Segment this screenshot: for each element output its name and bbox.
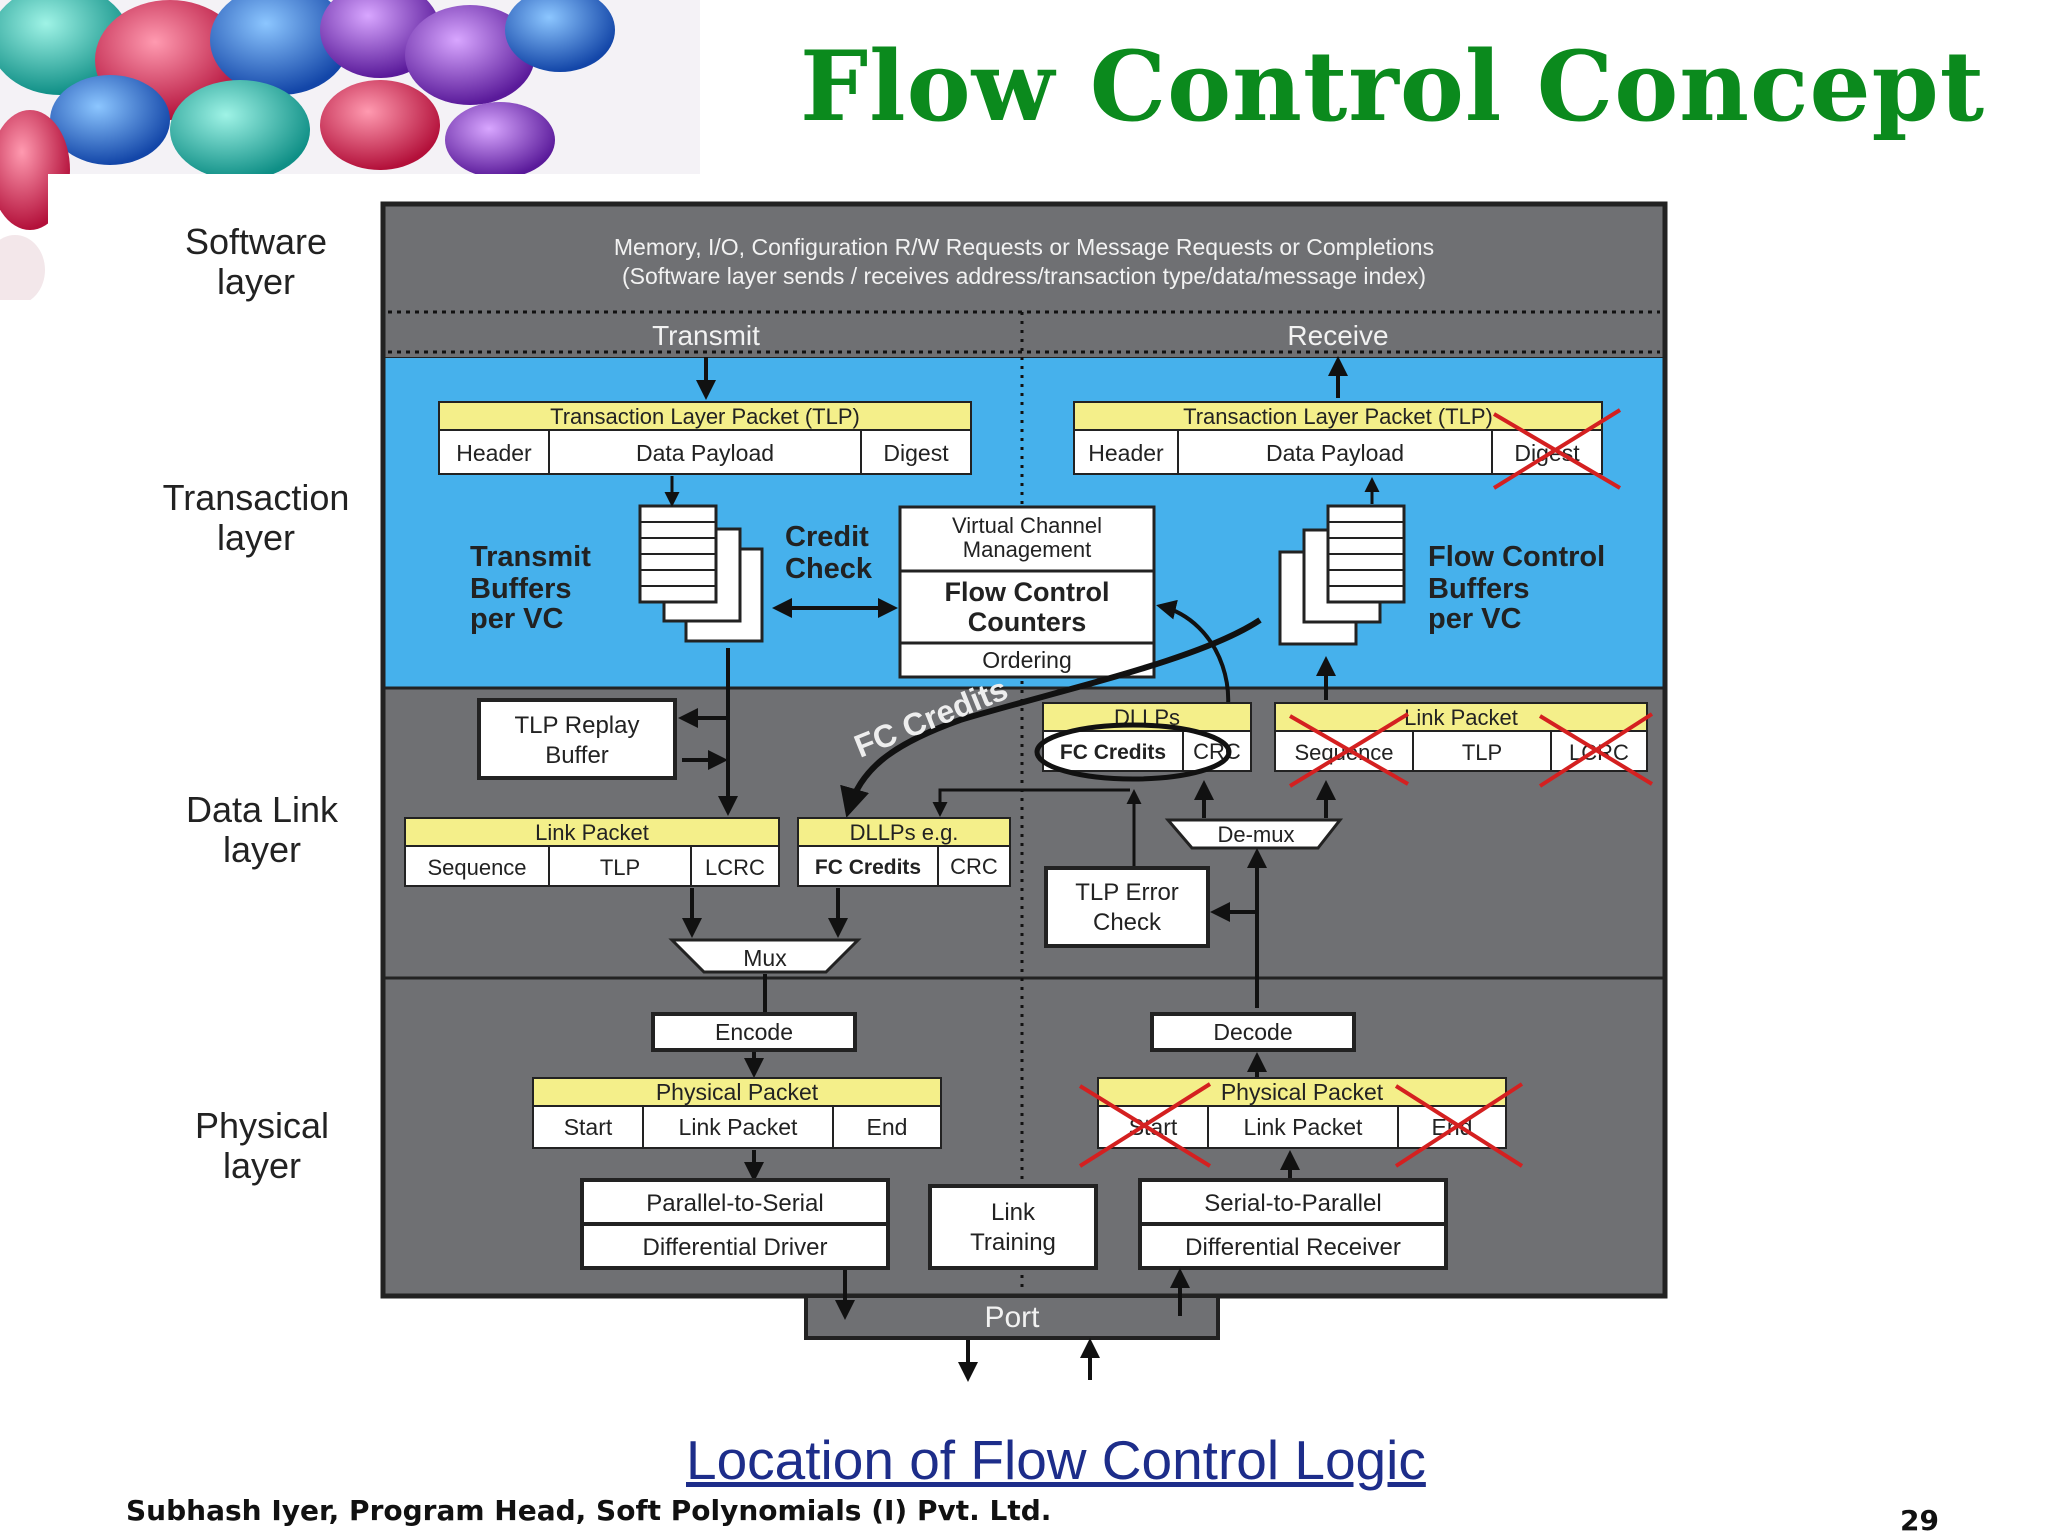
phys-packet-rx-header: Physical Packet: [1221, 1079, 1384, 1105]
footer-credit: Subhash Iyer, Program Head, Soft Polynom…: [126, 1494, 1052, 1527]
link-packet-rx-header: Link Packet: [1404, 705, 1518, 730]
push-pins-decoration: [0, 0, 700, 300]
vc-management-line1: Virtual Channel: [952, 513, 1102, 538]
link-packet-tx-lcrc: LCRC: [705, 855, 765, 880]
fc-buffers-line2: Buffers: [1428, 573, 1530, 605]
software-layer-line2: layer: [216, 261, 296, 302]
physical-layer-line1: Physical: [194, 1105, 330, 1146]
tlp-error-check-line2: Check: [1093, 909, 1162, 936]
transmit-buffer-stack: [638, 504, 764, 643]
mux-shape: [668, 938, 862, 974]
fc-counters-line1: Flow Control: [945, 577, 1110, 607]
transmit-buffers-line2: Buffers: [470, 573, 572, 605]
tlp-tx-header-field: Header: [456, 440, 532, 466]
tlp-rx-header-field: Header: [1088, 440, 1164, 466]
link-training-line1: Link: [991, 1199, 1036, 1226]
phys-packet-tx-link-packet: Link Packet: [679, 1114, 799, 1140]
phys-packet-tx-end: End: [867, 1114, 908, 1140]
dllps-rx-fc-credits: FC Credits: [1060, 741, 1166, 764]
tlp-tx-payload-field: Data Payload: [636, 440, 774, 466]
transmit-label: Transmit: [652, 320, 760, 351]
transaction-layer-line1: Transaction: [162, 477, 350, 518]
link-packet-tx-header: Link Packet: [535, 820, 649, 845]
port-box: [804, 1294, 1220, 1340]
dllps-eg-header: DLLPs e.g.: [850, 820, 959, 845]
data-link-layer-line1: Data Link: [185, 789, 339, 830]
decode-label: Decode: [1213, 1019, 1292, 1045]
transaction-layer-line2: layer: [216, 517, 296, 558]
link-training-line2: Training: [970, 1229, 1056, 1256]
tlp-tx-header: Transaction Layer Packet (TLP): [550, 404, 860, 429]
software-layer-line1: Software: [184, 221, 328, 262]
link-packet-rx-cross-marks: [1288, 712, 1654, 788]
tlp-rx-payload-field: Data Payload: [1266, 440, 1404, 466]
replay-buffer-line2: Buffer: [545, 742, 609, 769]
page-number: 29: [1900, 1504, 1939, 1537]
encode-label: Encode: [715, 1019, 793, 1045]
transmit-buffers-line3: per VC: [470, 603, 564, 635]
demux-shape: [1164, 818, 1344, 850]
dllps-eg-fc-credits: FC Credits: [815, 856, 921, 879]
mux-label: Mux: [743, 945, 787, 971]
dllps-eg-crc: CRC: [950, 854, 998, 879]
receive-label: Receive: [1287, 320, 1388, 351]
phys-packet-tx-header: Physical Packet: [656, 1079, 819, 1105]
link-packet-tx-sequence: Sequence: [427, 855, 526, 880]
flow-control-buffer-stack: [1278, 504, 1406, 646]
p2s-label: Parallel-to-Serial: [646, 1190, 823, 1217]
credit-check-line2: Check: [785, 553, 873, 585]
tlp-error-check-line1: TLP Error: [1075, 879, 1179, 906]
digest-cross-mark: [1492, 408, 1622, 490]
diff-receiver-label: Differential Receiver: [1185, 1234, 1401, 1261]
port-label: Port: [984, 1301, 1040, 1334]
diff-driver-label: Differential Driver: [643, 1234, 828, 1261]
credit-check-line1: Credit: [785, 521, 869, 553]
vc-management-line2: Management: [963, 537, 1091, 562]
demux-label: De-mux: [1217, 822, 1294, 847]
physical-layer-line2: layer: [222, 1145, 302, 1186]
tlp-rx-header: Transaction Layer Packet (TLP): [1183, 404, 1493, 429]
slide-title: Flow Control Concept: [800, 30, 1986, 143]
replay-buffer-line1: TLP Replay: [515, 712, 640, 739]
software-requests-line2: (Software layer sends / receives address…: [622, 263, 1426, 289]
figure-caption-link[interactable]: Location of Flow Control Logic: [686, 1429, 1426, 1491]
fc-counters-line2: Counters: [968, 607, 1087, 637]
fc-credits-highlight: [1034, 722, 1232, 782]
link-packet-tx-tlp: TLP: [600, 855, 640, 880]
dllps-rx-crc: CRC: [1193, 739, 1241, 764]
phys-packet-rx-link-packet: Link Packet: [1244, 1114, 1364, 1140]
data-link-layer-line2: layer: [222, 829, 302, 870]
fc-buffers-line3: per VC: [1428, 603, 1522, 635]
transmit-buffers-line1: Transmit: [470, 541, 591, 573]
link-packet-rx-tlp: TLP: [1462, 740, 1502, 765]
phys-packet-tx-start: Start: [564, 1114, 613, 1140]
tlp-tx-digest-field: Digest: [883, 440, 949, 466]
software-requests-line1: Memory, I/O, Configuration R/W Requests …: [614, 234, 1434, 260]
phys-packet-rx-cross-marks: [1078, 1082, 1524, 1168]
s2p-label: Serial-to-Parallel: [1204, 1190, 1381, 1217]
ordering-label: Ordering: [982, 647, 1071, 673]
fc-buffers-line1: Flow Control: [1428, 541, 1605, 573]
